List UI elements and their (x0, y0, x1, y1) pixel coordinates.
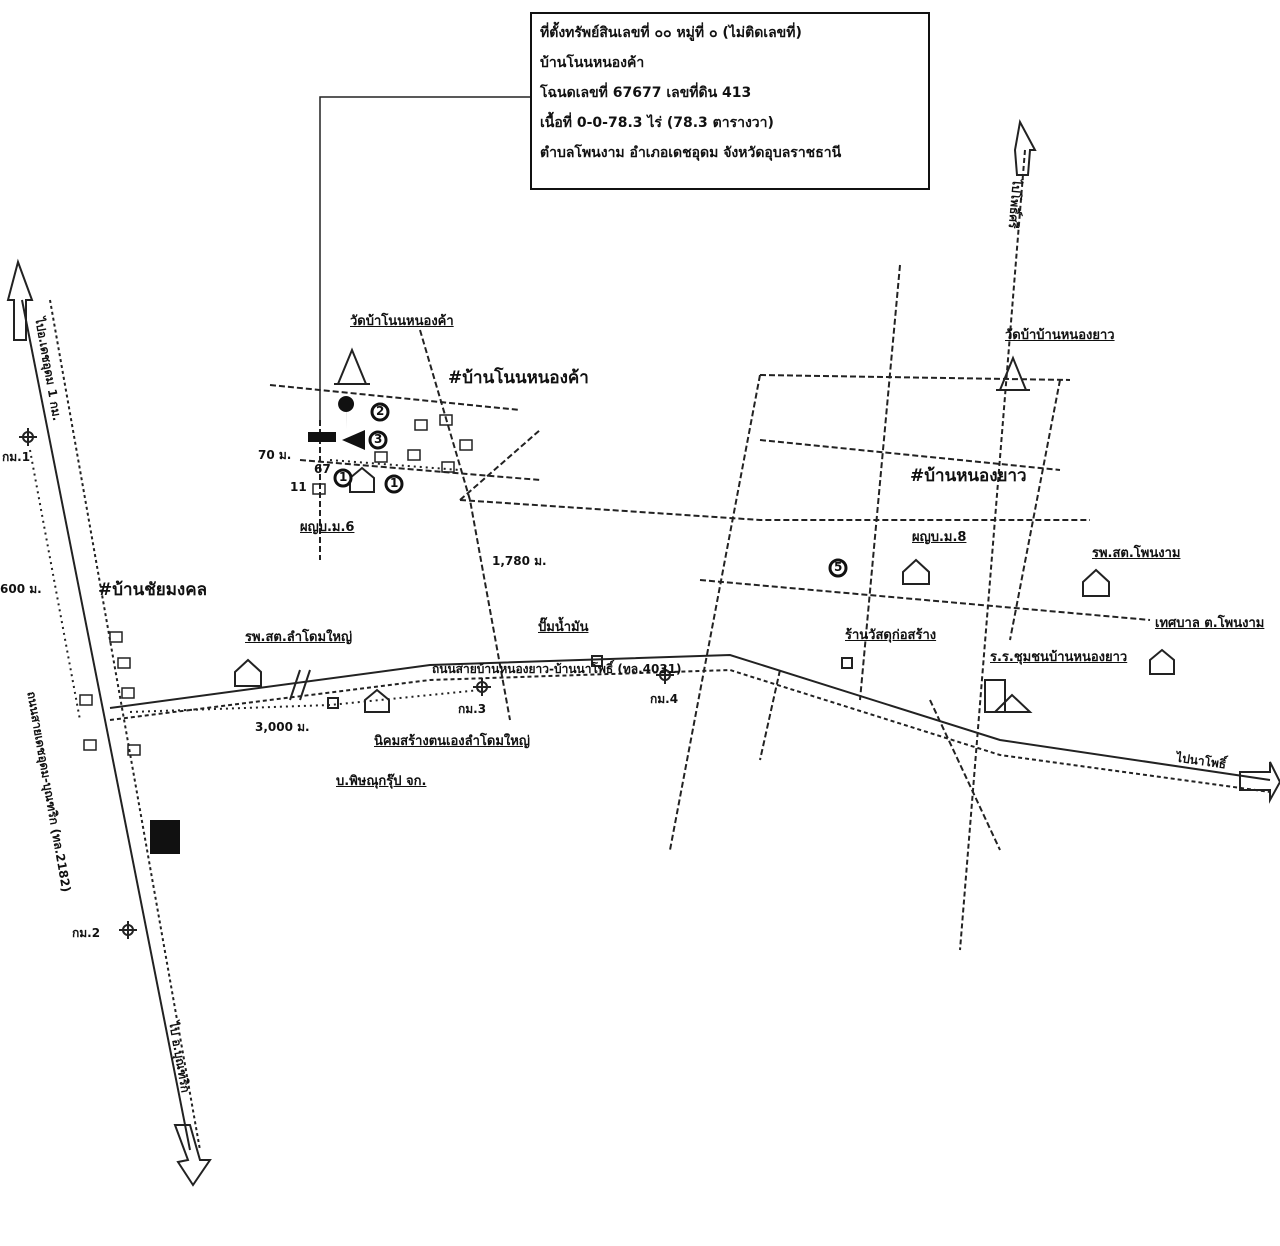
school-icon (984, 679, 1033, 713)
marker-label: 3 (374, 432, 383, 446)
marker-label: 2 (376, 404, 385, 418)
gas-icon (591, 655, 603, 667)
village-label: #บ้านโนนหนองค้า (448, 368, 589, 388)
arrow-east-icon (1239, 761, 1280, 804)
info-line-3: โฉนดเลขที่ 67677 เลขที่ดิน 413 (540, 85, 752, 101)
subject-property-marker (308, 432, 336, 442)
leader-line (319, 96, 530, 425)
place-label: ผญบ.ม.8 (912, 530, 967, 545)
info-line-5: ตำบลโพนงาม อำเภอเดชอุดม จังหวัดอุบลราชธา… (540, 145, 842, 161)
distance-label: 3,000 ม. (255, 720, 310, 734)
place-label: ปั๊มน้ำมัน (538, 620, 589, 635)
village-label: #บ้านชัยมงคล (98, 580, 207, 600)
place-label: วัดบ้าโนนหนองค้า (350, 314, 454, 329)
office-icon (364, 688, 390, 713)
place-label: นิคมสร้างตนเองลำโดมใหญ่ (374, 734, 530, 749)
village-label: #บ้านหนองยาว (910, 466, 1027, 486)
temple-icon (996, 355, 1030, 391)
factory-icon (327, 697, 339, 709)
hospital-icon (234, 658, 262, 687)
hospital-icon (1082, 568, 1110, 597)
marker-label: 5 (834, 560, 843, 574)
location-pin-icon (338, 396, 355, 430)
place-label: ผญบ.ม.6 (300, 520, 355, 535)
direction-arrow-icon (342, 430, 365, 450)
place-label: บ.พิษณุกรุ๊ป จก. (336, 774, 427, 789)
distance-label: 67 (314, 462, 331, 476)
distance-label: 11 (290, 480, 307, 494)
km-label: กม.2 (72, 926, 101, 940)
arrow-north-icon (6, 258, 34, 341)
place-label: วัดบ้าบ้านหนองยาว (1005, 328, 1115, 343)
place-label: ร้านวัสดุก่อสร้าง (845, 628, 937, 643)
local-road (109, 653, 1271, 781)
km-label: กม.4 (650, 692, 679, 706)
bridge-icon (289, 669, 311, 701)
arrow-northeast-icon (1013, 118, 1037, 176)
highway-road (21, 299, 191, 1151)
numbered-circles (333, 402, 848, 578)
property-info-box: ที่ตั้งทรัพย์สินเลขที่ ๐๐ หมู่ที่ ๐ (ไม่… (530, 12, 930, 190)
temple-icon (334, 347, 370, 385)
place-label: รพ.สต.โพนงาม (1092, 546, 1181, 561)
marker-label: 1 (390, 476, 399, 490)
black-square-marker (150, 820, 180, 854)
office-icon (1149, 648, 1175, 675)
marker-label: 1 (339, 470, 348, 484)
km-label: กม.1 (2, 450, 31, 464)
distance-label: 600 ม. (0, 582, 42, 596)
info-line-4: เนื้อที่ 0-0-78.3 ไร่ (78.3 ตารางวา) (540, 115, 774, 131)
arrow-south-icon (173, 1124, 212, 1187)
shop-icon (841, 657, 853, 669)
road-label: ถนนสายบ้านหนองยาว-บ้านนาโพธิ์ (ทล.4031) (432, 662, 682, 676)
place-label: รพ.สต.ลำโดมใหญ่ (245, 630, 353, 645)
km-marker-icon (19, 428, 674, 939)
office-icon (902, 558, 930, 585)
km-label: กม.3 (458, 702, 487, 716)
place-label: เทศบาล ต.โพนงาม (1155, 616, 1265, 631)
info-line-1: ที่ตั้งทรัพย์สินเลขที่ ๐๐ หมู่ที่ ๐ (ไม่… (540, 25, 802, 41)
office-icon (349, 466, 375, 493)
distance-label: 70 ม. (258, 448, 292, 462)
info-line-2: บ้านโนนหนองค้า (540, 55, 645, 71)
house-icon (79, 414, 473, 756)
place-label: ร.ร.ชุมชนบ้านหนองยาว (990, 650, 1128, 665)
distance-label: 1,780 ม. (492, 554, 547, 568)
